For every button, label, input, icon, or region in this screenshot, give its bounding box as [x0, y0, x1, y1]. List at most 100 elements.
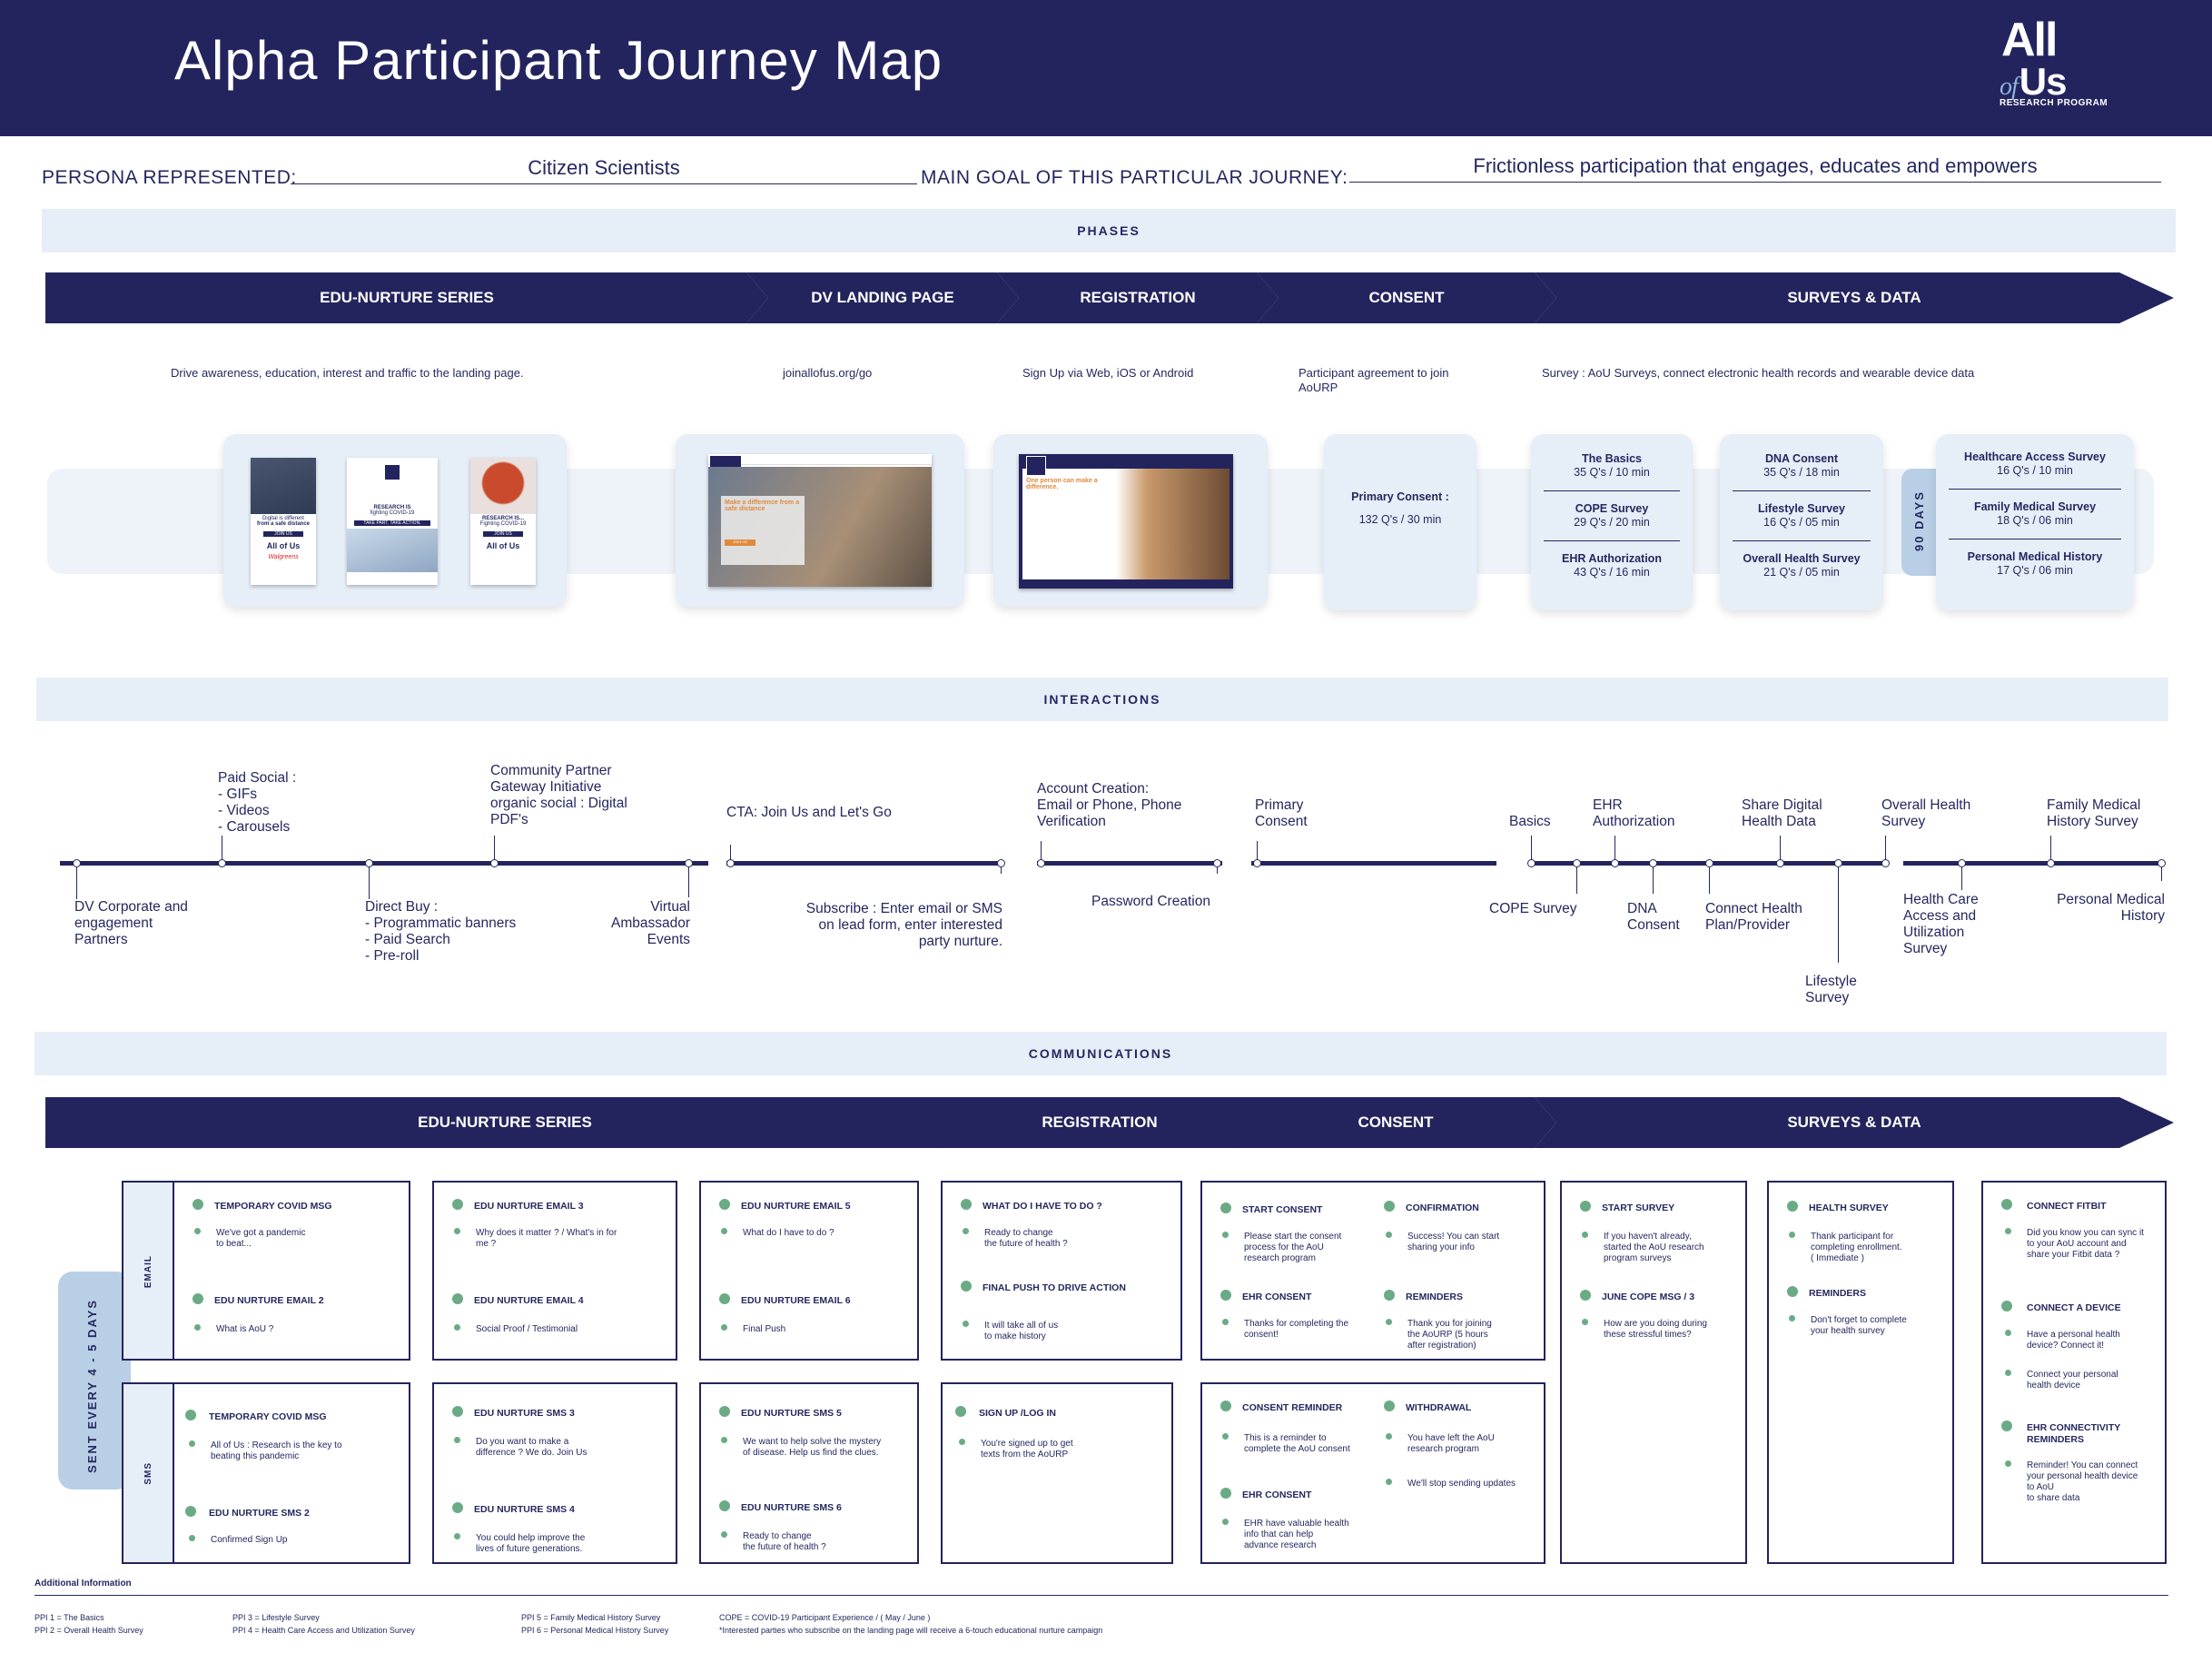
tick — [1001, 863, 1002, 874]
footer-col-1: PPI 1 = The Basics PPI 2 = Overall Healt… — [35, 1613, 143, 1635]
comm-box-connect-fitbit: CONNECT FITBIT Did you know you can sync… — [1981, 1181, 2167, 1564]
touchpoint-dot — [1705, 859, 1713, 867]
tick — [1838, 863, 1839, 963]
bullet-icon — [452, 1406, 463, 1417]
flyer-3: RESEARCH IS...Fighting COVID-19 JOIN US … — [470, 458, 536, 585]
bullet-icon — [719, 1406, 730, 1417]
bullet-icon — [2005, 1370, 2011, 1376]
message-title: EDU NURTURE SMS 6 — [741, 1502, 842, 1513]
touchpoint-dot — [2047, 859, 2055, 867]
touchpoint-dot — [1037, 859, 1045, 867]
interaction-account-creation: Account Creation: Email or Phone, Phone … — [1037, 781, 1182, 829]
bullet-icon — [719, 1500, 730, 1511]
message-title: START SURVEY — [1602, 1203, 1675, 1213]
phase-desc-edu: Drive awareness, education, interest and… — [171, 366, 524, 380]
sms-box-consent: CONSENT REMINDER This is a reminder to c… — [1200, 1382, 1545, 1564]
touchpoint-dot — [365, 859, 373, 867]
touchpoint-dot — [726, 859, 735, 867]
interaction-cope-survey: COPE Survey — [1489, 901, 1577, 916]
sms-box-registration: SIGN UP /LOG IN You're signed up to get … — [941, 1382, 1173, 1564]
bullet-icon — [452, 1293, 463, 1304]
phase-desc-landing: joinallofus.org/go — [783, 366, 873, 380]
timeline-later-surveys — [1903, 861, 2163, 866]
touchpoint-dot — [1776, 859, 1784, 867]
persona-label: PERSONA REPRESENTED: — [42, 167, 297, 188]
email-row-label: EMAIL — [122, 1181, 174, 1361]
bullet-icon — [194, 1228, 201, 1234]
bullet-icon — [719, 1293, 730, 1304]
bullet-icon — [1220, 1203, 1231, 1213]
cadence-tab: SENT EVERY 4 - 5 DAYS — [58, 1272, 131, 1490]
email-box-2: EDU NURTURE EMAIL 3 Why does it matter ?… — [432, 1181, 677, 1361]
interaction-lifestyle-survey: Lifestyle Survey — [1805, 974, 1857, 1005]
bullet-icon — [1384, 1401, 1395, 1411]
bullet-icon — [2005, 1330, 2011, 1336]
bullet-icon — [1787, 1201, 1798, 1212]
interaction-health-care-access: Health Care Access and Utilization Surve… — [1903, 892, 1979, 956]
card-text: 35 Q's / 18 min — [1763, 466, 1840, 479]
bullet-icon — [189, 1440, 195, 1447]
interaction-cta: CTA: Join Us and Let's Go — [726, 805, 892, 820]
bullet-icon — [963, 1321, 969, 1327]
bullet-icon — [1787, 1286, 1798, 1297]
bullet-icon — [2005, 1460, 2011, 1467]
message-body: It will take all of us to make history — [984, 1321, 1059, 1341]
bullet-icon — [1789, 1315, 1795, 1321]
message-title: REMINDERS — [1809, 1288, 1867, 1299]
message-title: CONSENT REMINDER — [1242, 1402, 1343, 1413]
timeline-registration — [1037, 861, 1222, 866]
all-of-us-logo: All ofUs RESEARCH PROGRAM — [1998, 13, 2118, 113]
bullet-icon — [452, 1199, 463, 1210]
timeline-consent — [1251, 861, 1496, 866]
ninety-days-tab: 90 DAYS — [1901, 469, 1938, 576]
bullet-icon — [961, 1281, 972, 1292]
card-text: Overall Health Survey — [1743, 552, 1861, 565]
message-title: CONFIRMATION — [1406, 1203, 1479, 1213]
message-title: WITHDRAWAL — [1406, 1402, 1472, 1413]
bullet-icon — [1580, 1290, 1591, 1301]
communications-band: COMMUNICATIONS — [35, 1032, 2167, 1075]
card-text: 17 Q's / 06 min — [1997, 564, 2073, 577]
touchpoint-dot — [1213, 859, 1221, 867]
touchpoint-dot — [218, 859, 226, 867]
card-text: Healthcare Access Survey — [1964, 450, 2106, 463]
card-text: Us — [2019, 60, 2068, 103]
message-body: If you haven't already, started the AoU … — [1604, 1232, 1704, 1263]
touchpoint-dot — [2158, 859, 2166, 867]
sms-box-1: TEMPORARY COVID MSG All of Us : Research… — [173, 1382, 410, 1564]
touchpoint-dot — [997, 859, 1005, 867]
phase-edu-nurture: EDU-NURTURE SERIES — [45, 272, 768, 323]
message-body: Thank participant for completing enrollm… — [1811, 1232, 1902, 1263]
bullet-icon — [721, 1531, 727, 1538]
card-text: Personal Medical History — [1967, 550, 2103, 563]
comm-box-health-survey: HEALTH SURVEY Thank participant for comp… — [1767, 1181, 1954, 1564]
tick — [1576, 863, 1577, 894]
tick — [1217, 863, 1218, 874]
timeline-landing — [726, 861, 1004, 866]
message-title: START CONSENT — [1242, 1204, 1323, 1215]
goal-label: MAIN GOAL OF THIS PARTICULAR JOURNEY: — [921, 167, 1348, 188]
message-title: HEALTH SURVEY — [1809, 1203, 1889, 1213]
card-text: Family Medical Survey — [1973, 500, 2097, 513]
landing-screenshot: Make a difference from a safe distance J… — [708, 454, 932, 587]
bullet-icon — [1220, 1488, 1231, 1499]
message-title: TEMPORARY COVID MSG — [209, 1411, 327, 1422]
bullet-icon — [1220, 1401, 1231, 1411]
phase-surveys-data: SURVEYS & DATA — [1535, 272, 2174, 323]
bullet-icon — [2001, 1420, 2012, 1431]
message-title: TEMPORARY COVID MSG — [214, 1201, 332, 1212]
bullet-icon — [454, 1437, 460, 1443]
bullet-icon — [963, 1228, 969, 1234]
card-text: COPE Survey — [1575, 502, 1649, 515]
card-text: 35 Q's / 10 min — [1574, 466, 1650, 479]
message-body: Have a personal health device? Connect i… — [2027, 1330, 2120, 1351]
message-title: REMINDERS — [1406, 1292, 1464, 1302]
bullet-icon — [1384, 1290, 1395, 1301]
touchpoint-dot — [1611, 859, 1619, 867]
timeline-edu — [60, 861, 708, 866]
bullet-icon — [721, 1324, 727, 1331]
message-body: Please start the consent process for the… — [1244, 1232, 1342, 1263]
touchpoint-dot — [1527, 859, 1536, 867]
interaction-virtual-ambassador: Virtual Ambassador Events — [610, 899, 690, 947]
